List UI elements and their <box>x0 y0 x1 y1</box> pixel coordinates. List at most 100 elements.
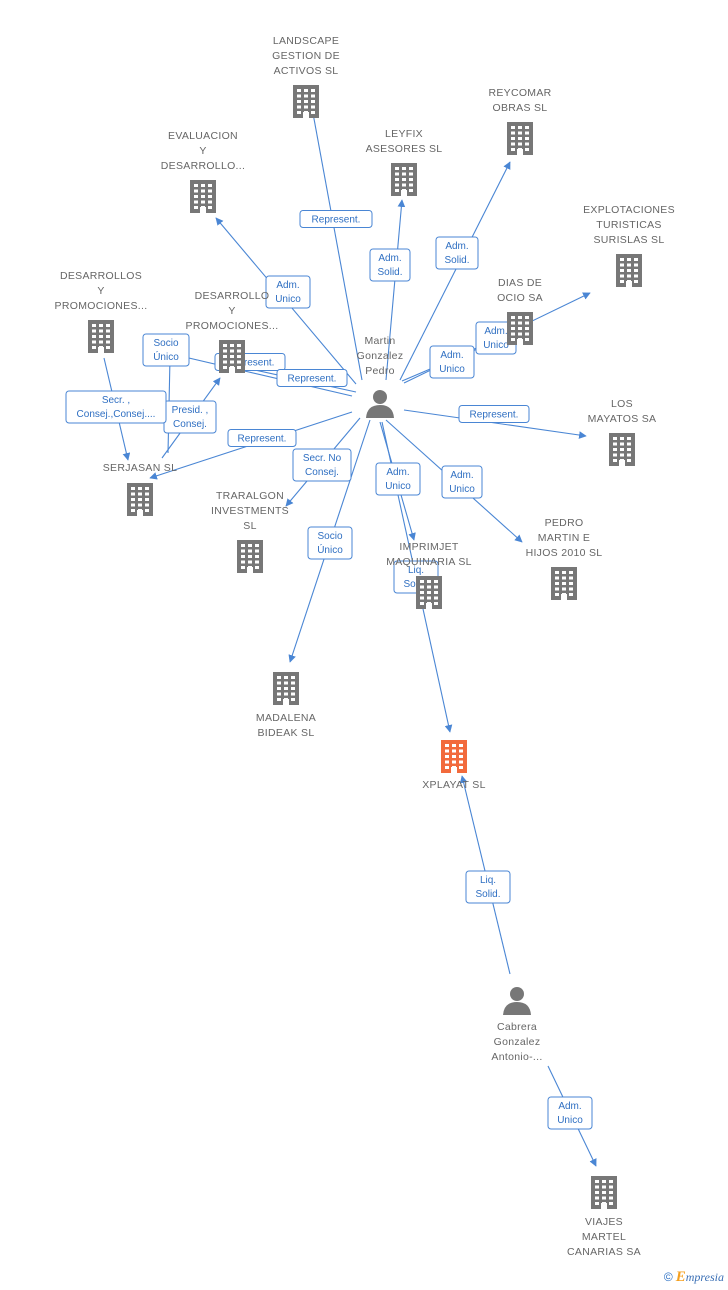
node-label: Y <box>199 145 206 157</box>
edge-label-text: Consej.,Consej.... <box>77 409 156 420</box>
edge-label-martin-traralgon[interactable]: Secr. No Consej. <box>292 448 352 482</box>
company-node-evaluacion[interactable]: EVALUACIONYDESARROLLO... <box>161 130 245 213</box>
building-icon <box>273 672 299 705</box>
node-label: Antonio-... <box>491 1051 542 1063</box>
node-label: MARTIN E <box>538 532 590 544</box>
node-label: ASESORES SL <box>366 143 443 155</box>
company-node-viajes[interactable]: VIAJES MARTEL CANARIAS SA <box>567 1176 641 1258</box>
edge-label-martin-imprimjet[interactable]: Adm.Unico <box>375 462 421 496</box>
copyright-symbol: © <box>663 1270 673 1284</box>
edge-label-text: Consej. <box>173 419 207 430</box>
edge-label-text: Represent. <box>226 358 275 369</box>
node-label: Gonzalez <box>357 350 404 362</box>
node-label: Pedro <box>365 365 395 377</box>
brand-initial: E <box>675 1269 686 1285</box>
edge-label-text: Represent. <box>470 410 519 421</box>
edge-label-cabrera-viajes[interactable]: Adm. Unico <box>547 1096 593 1130</box>
building-icon <box>237 540 263 573</box>
node-label: MARTEL <box>582 1231 626 1243</box>
node-label: LEYFIX <box>385 128 423 140</box>
node-label: PEDRO <box>545 517 584 529</box>
building-icon <box>190 180 216 213</box>
edge-label-text: Único <box>317 543 343 556</box>
company-node-desarrollos[interactable]: DESARROLLOS Y PROMOCIONES... <box>55 270 148 353</box>
node-label: SL <box>243 520 256 532</box>
edge-martin-landscape <box>307 96 363 381</box>
edge-label-martin-serjasan[interactable]: Represent. <box>227 429 297 447</box>
edge-label-martin-desarrollos[interactable]: Represent. <box>276 369 348 387</box>
edge-label-cabrera-xplayat[interactable]: Liq.Solid. <box>465 870 511 904</box>
edge-label-martin-explotaciones[interactable]: Adm.Unico <box>429 345 475 379</box>
company-node-xplayat[interactable]: XPLAYAT SL <box>422 740 486 791</box>
edge-label-desarrollos-serjasan[interactable]: Secr. ,Consej.,Consej.... <box>65 390 167 424</box>
node-label: VIAJES <box>585 1216 623 1228</box>
building-icon <box>127 483 153 516</box>
building-icon <box>441 740 467 773</box>
node-label: SURISLAS SL <box>594 234 665 246</box>
node-label: OBRAS SL <box>493 102 548 114</box>
edge-label-text: Adm. <box>484 326 507 337</box>
edge-label-martin-evaluacion[interactable]: Adm.Unico <box>265 275 311 309</box>
edge-label-text: Único <box>153 350 179 363</box>
company-node-reycomar[interactable]: REYCOMAR OBRAS SL <box>488 87 551 155</box>
building-icon <box>507 312 533 345</box>
company-node-leyfix[interactable]: LEYFIX ASESORES SL <box>366 128 443 196</box>
node-label: PROMOCIONES... <box>55 300 148 312</box>
person-icon <box>366 390 394 418</box>
node-label: DESARROLLO <box>195 290 270 302</box>
edge-label-text: Secr. No <box>303 453 342 464</box>
edge-label-text: Unico <box>275 294 301 305</box>
node-label: XPLAYAT SL <box>422 779 486 791</box>
edge-label-text: Socio <box>153 338 178 349</box>
building-icon <box>609 433 635 466</box>
node-label: ACTIVOS SL <box>274 65 339 77</box>
edge-label-text: Adm. <box>445 241 468 252</box>
edge-label-text: Adm. <box>450 470 473 481</box>
edge-label-text: Solid. <box>377 267 402 278</box>
edge-label-martin-reycomar[interactable]: Adm.Solid. <box>435 236 479 270</box>
edge-label-text: Presid. , <box>172 405 209 416</box>
edge-label-text: Unico <box>439 364 465 375</box>
company-node-desarrollo2[interactable]: DESARROLLOYPROMOCIONES... <box>186 290 279 373</box>
edge-label-martin-pedro[interactable]: Adm.Unico <box>441 465 483 499</box>
edge-label-text: Liq. <box>408 565 424 576</box>
node-label: HIJOS 2010 SL <box>526 547 603 559</box>
company-node-serjasan[interactable]: SERJASAN SL <box>103 462 178 516</box>
node-label: EXPLOTACIONES <box>583 204 675 216</box>
node-label: CANARIAS SA <box>567 1246 641 1258</box>
edge-label-martin-landscape[interactable]: Represent. <box>299 210 373 228</box>
edge-label-text: Adm. <box>558 1101 581 1112</box>
edge-label-text: Unico <box>385 481 411 492</box>
node-label: REYCOMAR <box>488 87 551 99</box>
edge-label-text: Represent. <box>288 374 337 385</box>
building-icon <box>391 163 417 196</box>
node-label: Y <box>97 285 104 297</box>
node-label: DESARROLLOS <box>60 270 142 282</box>
edge-label-martin-mayatos[interactable]: Represent. <box>458 405 530 423</box>
person-node-cabrera[interactable]: CabreraGonzalezAntonio-... <box>491 987 542 1063</box>
node-label: SERJASAN SL <box>103 462 178 474</box>
brand-name: mpresia <box>685 1270 724 1284</box>
node-label: TRARALGON <box>216 490 284 502</box>
edge-label-text: Represent. <box>312 215 361 226</box>
building-icon <box>219 340 245 373</box>
edge-label-text: Socio <box>317 531 342 542</box>
edge-label-martin-leyfix[interactable]: Adm.Solid. <box>369 248 411 282</box>
nodes-layer: MartinGonzalezPedroCabreraGonzalezAntoni… <box>55 35 675 1258</box>
edge-label-text: Unico <box>557 1115 583 1126</box>
company-node-pedro[interactable]: PEDRO MARTIN E HIJOS 2010 SL <box>526 517 603 600</box>
edge-label-text: Consej. <box>305 467 339 478</box>
node-label: Y <box>228 305 235 317</box>
edge-label-serjasan-desarrollo2[interactable]: Presid. , Consej. <box>163 400 217 434</box>
